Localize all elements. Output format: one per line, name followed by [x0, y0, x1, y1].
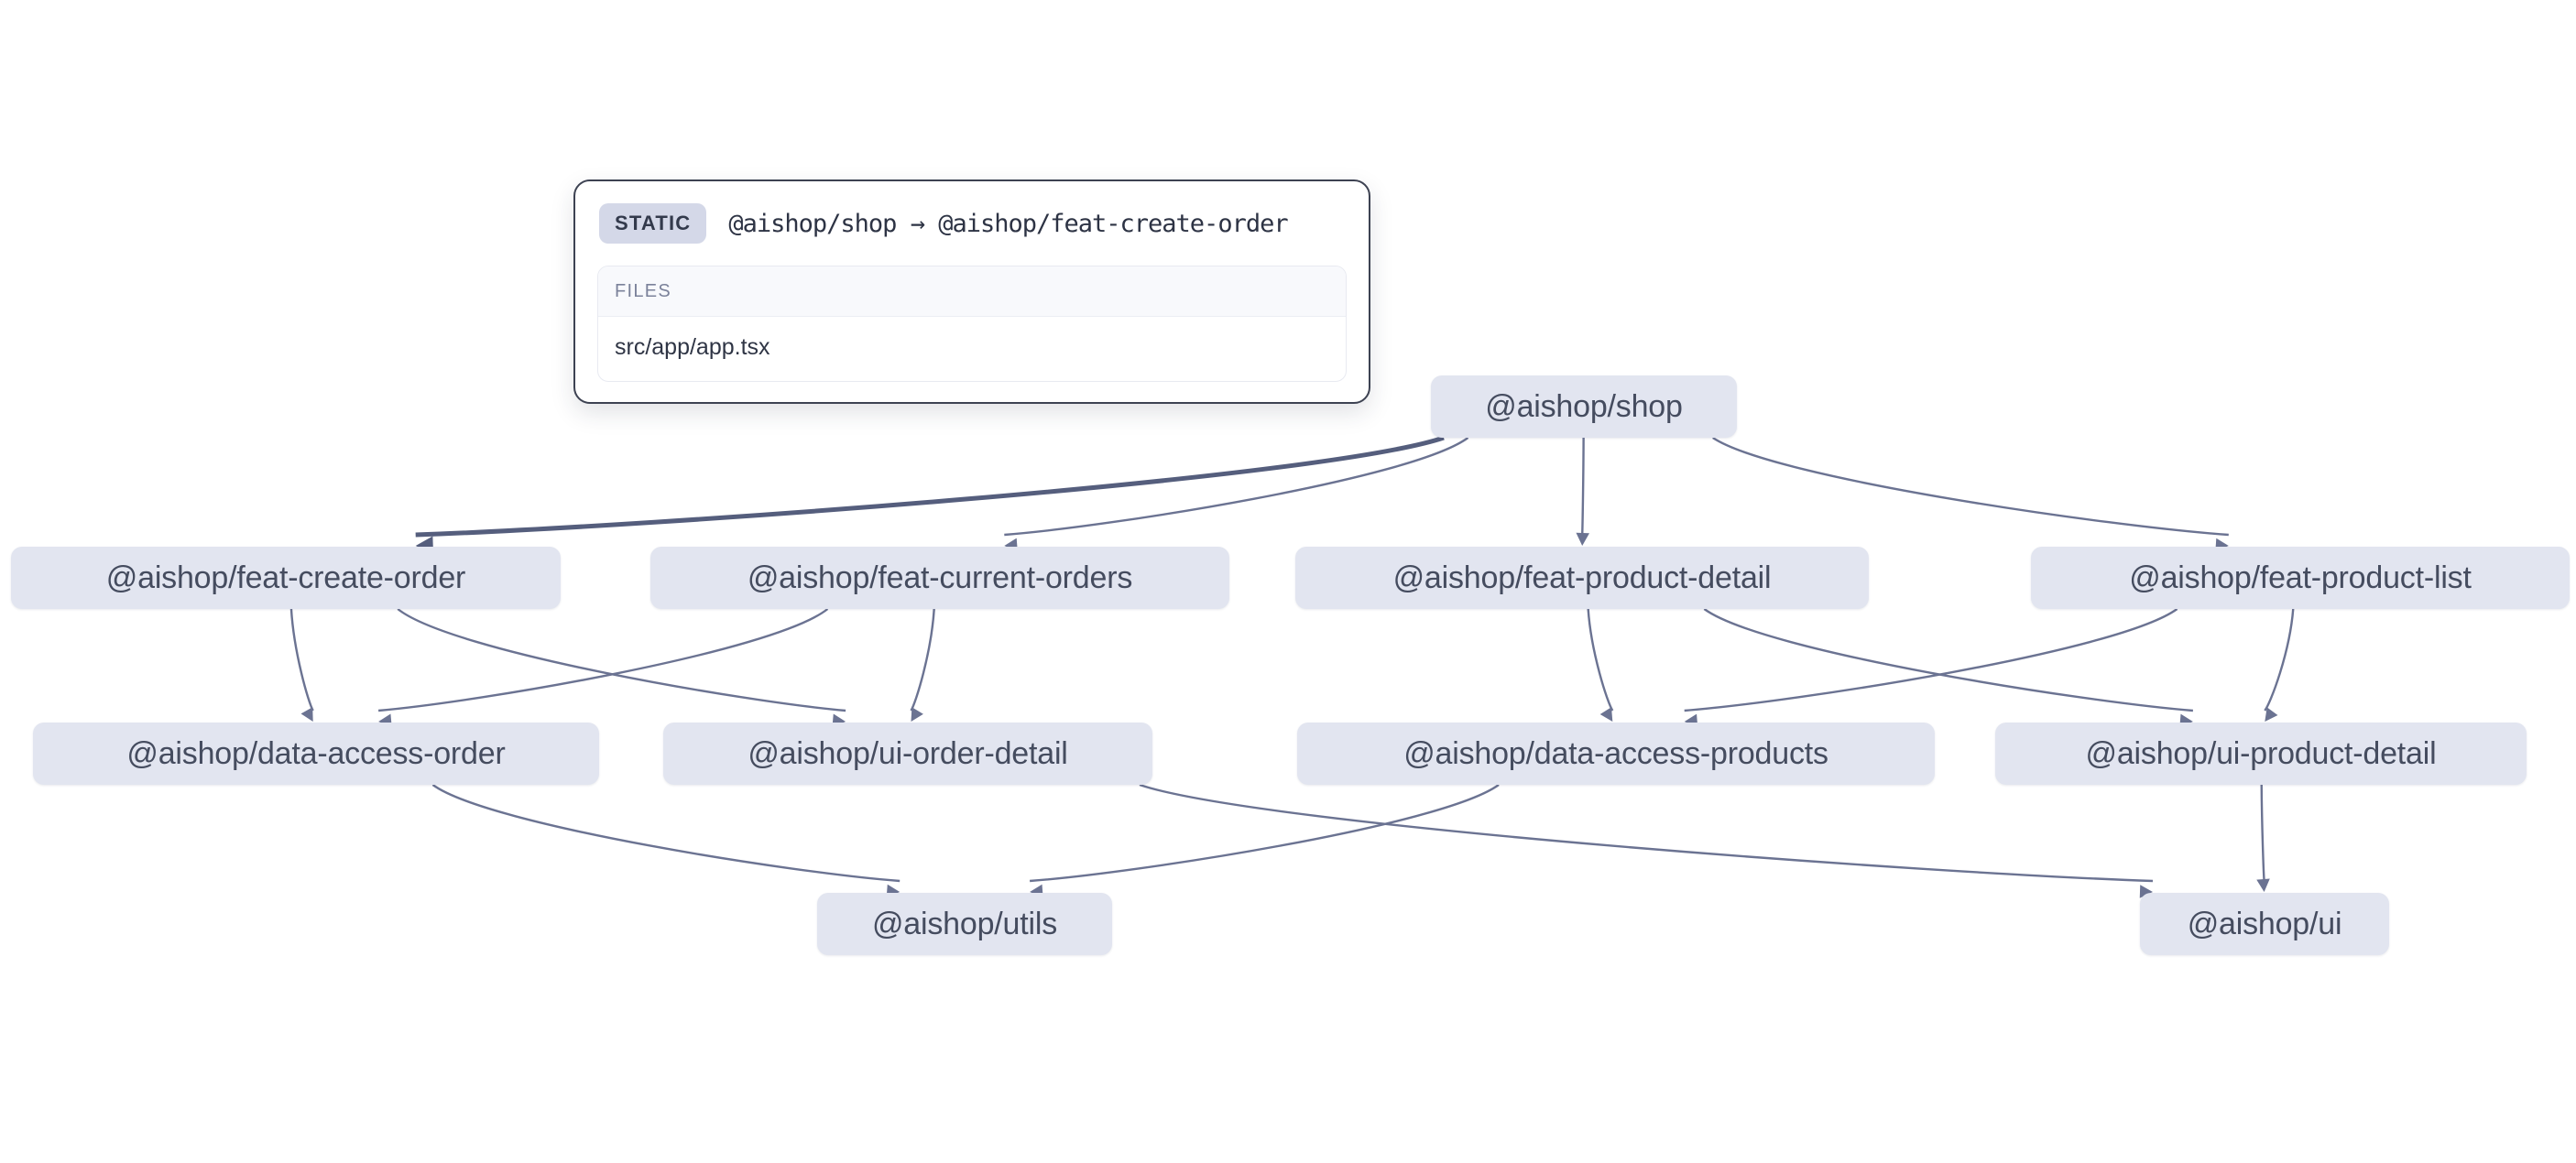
files-panel: FILES src/app/app.tsx [597, 266, 1347, 382]
graph-edge-shop-to-feat-create-order[interactable] [415, 435, 1445, 538]
graph-edge-arrow-feat-create-order-to-data-access-order [300, 707, 313, 722]
graph-node-label: @aishop/shop [1485, 388, 1683, 424]
graph-edge-feat-current-orders-to-data-access-order[interactable] [377, 608, 829, 712]
graph-edge-data-access-order-to-utils[interactable] [431, 784, 901, 883]
graph-edge-feat-current-orders-to-ui-order-detail[interactable] [910, 608, 935, 712]
graph-edge-ui-product-detail-to-ui[interactable] [2260, 784, 2265, 882]
graph-node-label: @aishop/feat-create-order [105, 560, 466, 595]
files-list: src/app/app.tsx [598, 317, 1346, 381]
edge-detail-tooltip[interactable]: STATIC @aishop/shop → @aishop/feat-creat… [573, 179, 1370, 404]
graph-node-data-access-order[interactable]: @aishop/data-access-order [33, 723, 599, 785]
graph-node-feat-product-detail[interactable]: @aishop/feat-product-detail [1295, 547, 1869, 609]
graph-node-ui[interactable]: @aishop/ui [2140, 893, 2389, 955]
graph-edge-shop-to-feat-current-orders[interactable] [1004, 437, 1469, 537]
graph-node-utils[interactable]: @aishop/utils [817, 893, 1112, 955]
graph-node-ui-order-detail[interactable]: @aishop/ui-order-detail [663, 723, 1152, 785]
graph-edge-feat-create-order-to-ui-order-detail[interactable] [397, 608, 846, 712]
graph-node-label: @aishop/feat-product-detail [1392, 560, 1772, 595]
graph-edge-arrow-feat-current-orders-to-ui-order-detail [911, 707, 923, 722]
graph-edge-feat-product-detail-to-data-access-products[interactable] [1587, 608, 1614, 712]
tooltip-title: @aishop/shop → @aishop/feat-create-order [728, 209, 1288, 238]
graph-node-feat-create-order[interactable]: @aishop/feat-create-order [11, 547, 561, 609]
graph-node-label: @aishop/ui [2187, 906, 2342, 941]
graph-edge-feat-product-list-to-ui-product-detail[interactable] [2264, 608, 2295, 712]
graph-node-label: @aishop/ui-product-detail [2085, 735, 2437, 771]
graph-edge-arrow-shop-to-feat-product-detail [1576, 532, 1590, 546]
graph-edge-arrow-ui-product-detail-to-ui [2256, 878, 2270, 892]
file-row[interactable]: src/app/app.tsx [615, 334, 770, 360]
graph-node-label: @aishop/data-access-order [126, 735, 506, 771]
graph-edge-shop-to-feat-product-list[interactable] [1712, 437, 2229, 537]
graph-node-label: @aishop/feat-current-orders [747, 560, 1133, 595]
graph-edge-shop-to-feat-product-detail[interactable] [1581, 437, 1585, 536]
static-badge: STATIC [599, 203, 707, 244]
files-header: FILES [598, 266, 1346, 317]
graph-edge-feat-product-list-to-data-access-products[interactable] [1684, 608, 2178, 712]
graph-node-feat-product-list[interactable]: @aishop/feat-product-list [2031, 547, 2570, 609]
graph-node-shop[interactable]: @aishop/shop [1431, 375, 1737, 438]
graph-node-feat-current-orders[interactable]: @aishop/feat-current-orders [650, 547, 1229, 609]
graph-edge-feat-product-detail-to-ui-product-detail[interactable] [1703, 608, 2193, 712]
graph-node-label: @aishop/feat-product-list [2129, 560, 2472, 595]
graph-node-data-access-products[interactable]: @aishop/data-access-products [1297, 723, 1935, 785]
graph-edge-ui-order-detail-to-ui[interactable] [1139, 783, 2154, 883]
graph-edge-arrow-feat-product-detail-to-data-access-products [1599, 707, 1613, 722]
graph-node-label: @aishop/ui-order-detail [748, 735, 1068, 771]
tooltip-header: STATIC @aishop/shop → @aishop/feat-creat… [597, 200, 1347, 249]
graph-node-ui-product-detail[interactable]: @aishop/ui-product-detail [1995, 723, 2527, 785]
graph-node-label: @aishop/data-access-products [1403, 735, 1828, 771]
graph-node-label: @aishop/utils [871, 906, 1057, 941]
graph-edge-feat-create-order-to-data-access-order[interactable] [289, 608, 314, 712]
graph-edge-arrow-feat-product-list-to-ui-product-detail [2265, 707, 2278, 722]
graph-edge-data-access-products-to-utils[interactable] [1030, 784, 1500, 883]
